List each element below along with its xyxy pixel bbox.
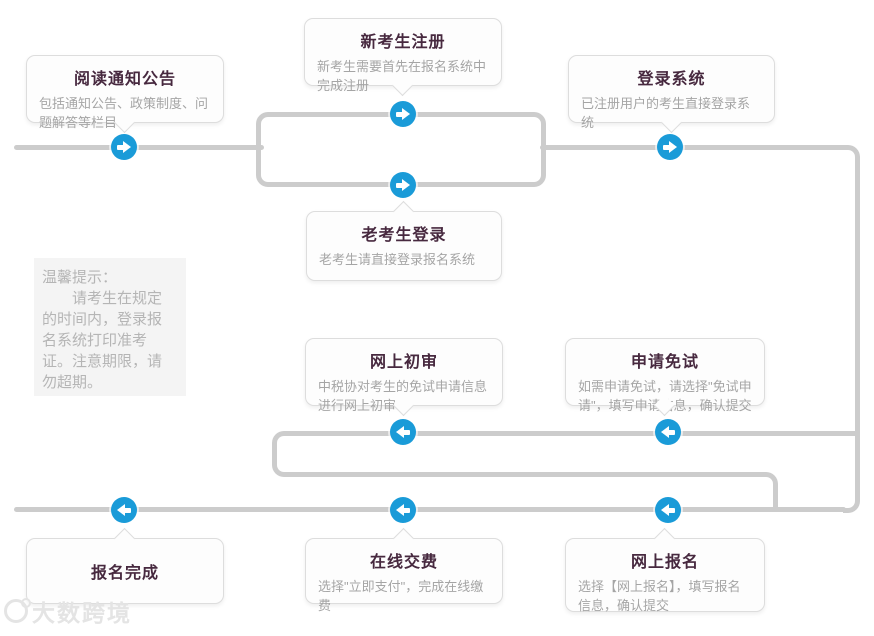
flow-corner-top-right [843, 145, 860, 162]
arrow-right-icon [111, 134, 137, 160]
node-desc: 选择【网上报名】，填写报名信息，确认提交 [578, 579, 741, 613]
watermark-logo-icon [4, 598, 31, 623]
node-title: 报名完成 [90, 565, 159, 582]
flow-line-top-right [540, 145, 848, 150]
arrow-right-icon [390, 101, 416, 127]
flow-node-read-notice: 阅读通知公告 包括通知公告、政策制度、问题解答等栏目 [26, 55, 224, 134]
warm-tip: 温馨提示： 请考生在规定的时间内，登录报名系统打印准考证。注意期限，请勿超期。 [34, 258, 186, 396]
bubble-tail [392, 200, 415, 223]
warm-tip-body: 请考生在规定的时间内，登录报名系统打印准考证。注意期限，请勿超期。 [42, 290, 163, 391]
flow-node-register-done: 报名完成 [26, 527, 224, 604]
arrow-left-icon [655, 419, 681, 445]
node-title: 老考生登录 [361, 227, 447, 244]
node-title: 新考生注册 [360, 34, 446, 51]
flow-corner-return-right [761, 472, 778, 489]
node-desc: 中税协对考生的免试申请信息进行网上初审 [318, 379, 488, 413]
flow-node-online-payment: 在线交费 选择"立即支付"，完成在线缴费 [305, 527, 503, 613]
flow-node-old-login: 老考生登录 老考生请直接登录报名系统 [306, 200, 502, 281]
flow-line-bottom [14, 507, 846, 512]
flow-corner-bottom-right [843, 496, 860, 513]
node-desc: 包括通知公告、政策制度、问题解答等栏目 [39, 96, 209, 130]
arrow-left-icon [390, 497, 416, 523]
node-desc: 新考生需要首先在报名系统中完成注册 [317, 59, 487, 93]
flow-corner-mid-left-top [272, 431, 289, 448]
node-title: 网上初审 [369, 354, 438, 371]
node-desc: 选择"立即支付"，完成在线缴费 [318, 579, 484, 613]
arrow-right-icon [657, 134, 683, 160]
warm-tip-heading: 温馨提示： [42, 269, 118, 286]
flow-node-login-system: 登录系统 已注册用户的考生直接登录系统 [568, 55, 775, 134]
arrow-left-icon [111, 497, 137, 523]
flow-node-apply-exemption: 申请免试 如需申请免试，请选择"免试申请"，填写申请信息，确认提交 [565, 338, 765, 417]
bubble-tail [653, 527, 676, 550]
node-title: 登录系统 [637, 71, 706, 88]
watermark: 大数跨境 [4, 594, 132, 628]
flow-line-return [286, 472, 768, 477]
flow-line-top-left [14, 145, 264, 150]
node-title: 在线交费 [369, 554, 438, 571]
node-title: 阅读通知公告 [73, 71, 176, 88]
flow-line-middle [286, 431, 858, 436]
arrow-left-icon [655, 497, 681, 523]
flow-line-return-vertical [773, 486, 778, 512]
bubble-tail [392, 527, 415, 550]
watermark-text: 大数跨境 [32, 600, 132, 626]
flow-corner-mid-left-bottom [272, 460, 289, 477]
node-title: 申请免试 [630, 354, 699, 371]
node-desc: 老考生请直接登录报名系统 [319, 252, 476, 267]
arrow-left-icon [390, 419, 416, 445]
arrow-right-icon [390, 172, 416, 198]
bubble-tail [113, 527, 136, 550]
flow-node-online-register: 网上报名 选择【网上报名】，填写报名信息，确认提交 [565, 527, 765, 613]
flow-node-new-register: 新考生注册 新考生需要首先在报名系统中完成注册 [304, 18, 502, 97]
node-title: 网上报名 [630, 554, 699, 571]
node-desc: 已注册用户的考生直接登录系统 [581, 96, 751, 130]
flow-line-right-vertical [855, 158, 860, 500]
flow-line-mid-left-vertical [272, 445, 277, 465]
flow-node-online-review: 网上初审 中税协对考生的免试申请信息进行网上初审 [305, 338, 503, 417]
